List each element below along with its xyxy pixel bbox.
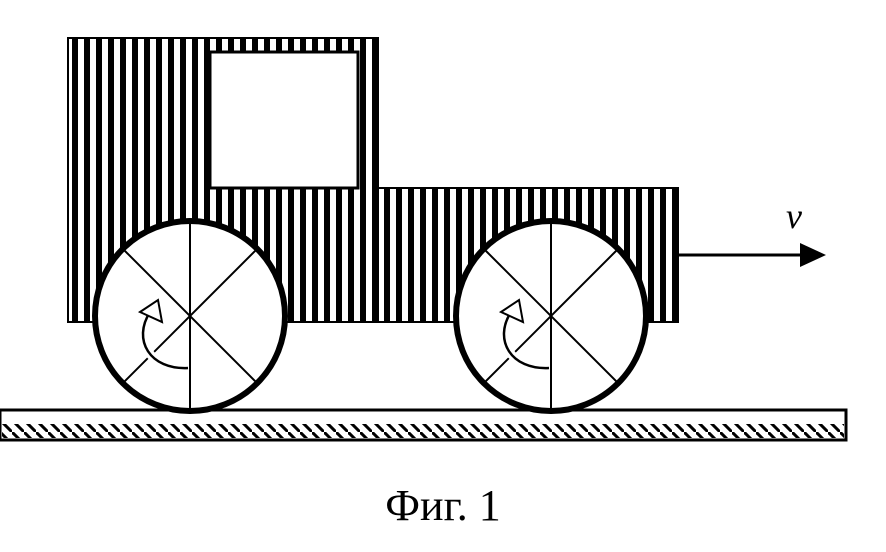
rotation-arrow-right-icon [498,298,550,373]
velocity-label: v [786,196,802,236]
ground-hatching [2,424,844,438]
rotation-arrow-left-icon [137,298,189,373]
wheel-right [453,218,649,414]
ground [0,408,848,442]
figure-caption: Фиг. 1 [385,481,501,530]
wheel-left [92,218,288,414]
car-window [208,50,360,190]
velocity-arrow [678,243,826,267]
car-body [67,37,679,323]
